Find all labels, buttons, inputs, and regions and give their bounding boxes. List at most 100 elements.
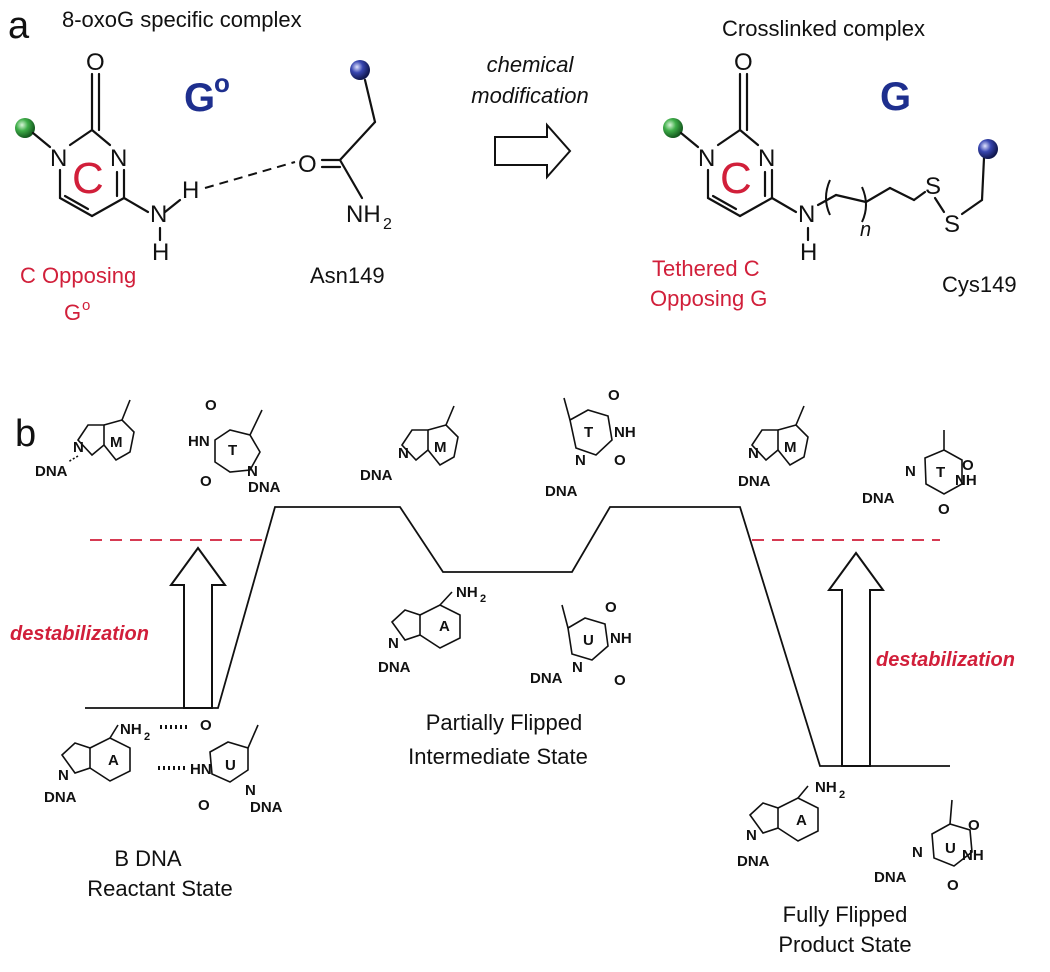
atom-o: O	[614, 452, 626, 469]
reactant-label-1: B DNA	[114, 846, 182, 871]
cytosine-c-label: C	[720, 154, 752, 203]
base-u-intermediate: O U NH O N DNA	[530, 599, 632, 689]
dna-label: DNA	[250, 799, 283, 816]
cytosine-right: N O N C N H n S	[663, 49, 998, 266]
go-sup: o	[214, 68, 230, 98]
dna-label: DNA	[737, 853, 770, 870]
base-letter: M	[434, 439, 447, 456]
atom-n4: N	[798, 201, 815, 228]
atom-h-bond: H	[182, 177, 199, 204]
dna-label: DNA	[545, 483, 578, 500]
intermediate-label-1: Partially Flipped	[426, 710, 583, 735]
atom-n: N	[245, 782, 256, 799]
atom-n: N	[73, 439, 84, 456]
atom-nh: NH	[610, 630, 632, 647]
atom-n1: N	[698, 145, 715, 172]
dna-label: DNA	[738, 473, 771, 490]
destabilization-label-left: destabilization	[10, 623, 149, 645]
atom-nh2-sub: 2	[383, 216, 392, 233]
base-letter: U	[583, 632, 594, 649]
base-u-product: O U NH O N DNA	[874, 799, 984, 894]
base-a-intermediate: A NH 2 N DNA	[378, 584, 486, 676]
base-u-reactant: O U HN O N DNA	[190, 717, 283, 816]
base-letter: T	[936, 464, 945, 481]
base-t-intermediate: O T NH O N DNA	[545, 387, 636, 500]
cytosine-left: N O N C N H H	[15, 49, 296, 266]
product-label-2: Product State	[778, 932, 911, 957]
atom-o: O	[608, 387, 620, 404]
atom-o2: O	[734, 49, 753, 76]
base-letter: T	[584, 424, 593, 441]
atom-o: O	[962, 457, 974, 474]
base-t-product: O T NH O N DNA	[862, 430, 977, 518]
right-caption-2: Opposing G	[650, 286, 767, 311]
base-m-product: M N DNA	[738, 405, 809, 490]
atom-o: O	[205, 397, 217, 414]
right-arrow-icon	[494, 122, 572, 180]
atom-n1: N	[50, 145, 67, 172]
atom-nh2-amide: NH	[346, 201, 381, 228]
atom-n: N	[912, 844, 923, 861]
atom-n: N	[746, 827, 757, 844]
atom-hn: HN	[188, 433, 210, 450]
reactant-label-2: Reactant State	[87, 876, 233, 901]
atom-o2: O	[86, 49, 105, 76]
atom-o-amide: O	[298, 151, 317, 178]
left-caption-2: G	[64, 300, 81, 325]
base-letter: U	[945, 840, 956, 857]
atom-h: H	[800, 239, 817, 266]
panel-a-letter: a	[8, 5, 30, 47]
destabilization-label-right: destabilization	[876, 649, 1015, 671]
hydrogen-bond	[204, 161, 296, 189]
base-letter: T	[228, 442, 237, 459]
atom-nh2-sub: 2	[839, 789, 845, 801]
right-title: Crosslinked complex	[722, 16, 925, 41]
right-caption-1: Tethered C	[652, 256, 760, 281]
dna-label: DNA	[360, 467, 393, 484]
atom-n: N	[575, 452, 586, 469]
atom-n: N	[905, 463, 916, 480]
backbone-sphere-green-icon	[15, 118, 35, 138]
base-letter: M	[784, 439, 797, 456]
intermediate-label-2: Intermediate State	[408, 744, 588, 769]
dna-label: DNA	[530, 670, 563, 687]
dna-label: DNA	[862, 490, 895, 507]
atom-nh: NH	[614, 424, 636, 441]
base-m-reactant: M N DNA	[35, 399, 135, 480]
atom-nh: NH	[962, 847, 984, 864]
asparagine-149: O NH 2 Asn149	[298, 60, 392, 288]
tether-bracket-right	[861, 186, 867, 223]
dna-label: DNA	[35, 463, 68, 480]
backbone-sphere-blue-icon	[350, 60, 370, 80]
left-caption-1: C Opposing	[20, 263, 136, 288]
atom-o: O	[968, 817, 980, 834]
atom-o: O	[614, 672, 626, 689]
atom-o: O	[605, 599, 617, 616]
atom-n: N	[58, 767, 69, 784]
backbone-sphere-blue-icon	[978, 139, 998, 159]
dna-label: DNA	[44, 789, 77, 806]
atom-o: O	[200, 473, 212, 490]
dna-label: DNA	[248, 479, 281, 496]
atom-n: N	[748, 445, 759, 462]
atom-n: N	[247, 463, 258, 480]
panel-b-letter: b	[15, 413, 36, 455]
tether-n-subscript: n	[860, 219, 871, 241]
cytosine-c-label: C	[72, 154, 104, 203]
panel-a: a 8-oxoG specific complex Crosslinked co…	[8, 5, 1017, 325]
energy-profile-line	[85, 506, 950, 767]
asn-label: Asn149	[310, 263, 385, 288]
base-letter: U	[225, 757, 236, 774]
dna-label: DNA	[378, 659, 411, 676]
atom-o: O	[198, 797, 210, 814]
atom-n3: N	[110, 145, 127, 172]
panel-b: b destabilization destabilization M N DN…	[10, 387, 1015, 957]
left-caption-2-sup: o	[82, 297, 90, 314]
base-a-reactant: A NH 2 N DNA	[44, 721, 150, 806]
arrow-text-2: modification	[471, 83, 588, 108]
atom-s1: S	[925, 173, 941, 200]
tether-bracket-left	[825, 179, 831, 216]
base-letter: A	[796, 812, 807, 829]
atom-nh2: NH	[815, 779, 837, 796]
